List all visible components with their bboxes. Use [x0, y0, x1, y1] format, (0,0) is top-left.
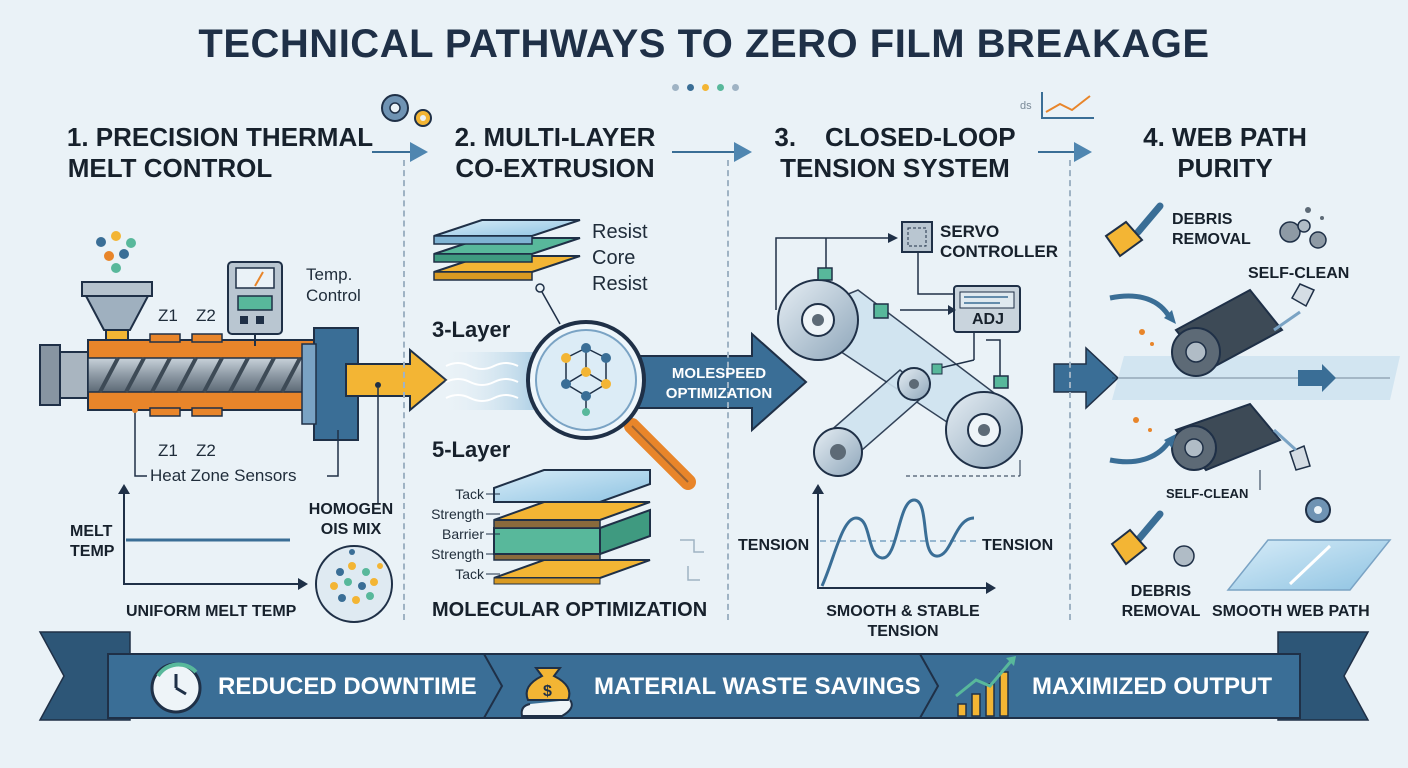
five-layer-film	[486, 469, 651, 585]
self-clean-nozzles	[1109, 283, 1316, 490]
heading-line: TENSION SYSTEM	[780, 153, 1010, 183]
cleaning-roller-bottom	[1171, 402, 1282, 472]
zone-label: Z2	[196, 306, 216, 325]
roller-2	[897, 367, 931, 401]
debris-icon	[1279, 207, 1327, 249]
smooth-web-icon	[1226, 539, 1392, 591]
roller-4	[813, 427, 863, 477]
trend-chart-icon	[1041, 92, 1094, 119]
heat-zone-sensors-label: Heat Zone Sensors	[150, 466, 297, 485]
self-clean-label: SELF-CLEAN	[1166, 486, 1249, 501]
banner-item-waste: MATERIAL WASTE SAVINGS	[594, 673, 921, 700]
tension-chart	[812, 484, 996, 594]
benefits-banner	[38, 631, 1370, 721]
flow-lines	[440, 352, 540, 410]
self-clean-label: SELF-CLEAN	[1248, 265, 1350, 282]
heading-line: PURITY	[1177, 153, 1273, 183]
section-2-heading: 2. MULTI-LAYER CO-EXTRUSION	[430, 122, 680, 184]
section-divider	[1069, 160, 1071, 620]
layer-label: Resist	[592, 273, 648, 295]
header-arrow-1	[372, 142, 428, 162]
layer-label: Strength	[431, 506, 484, 522]
section-divider	[403, 160, 405, 620]
layer-label: Tack	[455, 486, 484, 502]
smooth-stable-label: SMOOTH & STABLE TENSION	[826, 603, 980, 640]
section-divider	[727, 160, 729, 620]
servo-controller-label: SERVO CONTROLLER	[940, 222, 1059, 261]
clock-icon	[150, 662, 202, 714]
smooth-web-path-label: SMOOTH WEB PATH	[1212, 603, 1370, 620]
homogeneous-mix-label: HOMOGEN OIS MIX	[308, 501, 394, 538]
section-1-heading: 1. PRECISION THERMAL MELT CONTROL	[60, 122, 380, 184]
temp-control-label: Temp. Control	[306, 265, 361, 305]
three-layer-film	[433, 219, 581, 281]
roller-3	[945, 391, 1023, 469]
growth-chart-icon	[955, 656, 1016, 717]
svg-text:$: $	[543, 683, 552, 700]
section-4-heading: 4. WEB PATH PURITY	[1110, 122, 1340, 184]
gear-icon	[381, 94, 432, 127]
header-arrow-3	[1038, 142, 1092, 162]
brush-icon-bottom	[1110, 510, 1195, 567]
adj-display	[873, 285, 1021, 477]
chart-icon-label: ds	[1020, 100, 1032, 112]
flow-arrow-3-4	[1053, 346, 1120, 410]
adj-label: ADJ	[972, 311, 1005, 328]
heading-line: CO-EXTRUSION	[455, 153, 655, 183]
layer-label: Tack	[455, 566, 484, 582]
die-block	[301, 327, 359, 441]
sensor-lines	[132, 388, 379, 504]
molecular-optimization-label: MOLECULAR OPTIMIZATION	[432, 599, 708, 621]
melt-temp-label: MELT TEMP	[70, 523, 115, 560]
melt-output-arrow	[345, 347, 448, 413]
layer-label: Barrier	[441, 526, 484, 542]
heading-line: 1. PRECISION THERMAL	[66, 122, 374, 152]
zone-label: Z1	[158, 441, 178, 460]
roller-1	[777, 279, 859, 361]
zone-label: Z2	[196, 441, 216, 460]
homogeneous-mix-icon	[315, 545, 393, 623]
layer-label: Resist	[592, 221, 648, 243]
debris-removal-label: DEBRIS REMOVAL	[1172, 211, 1251, 248]
heading-line: MELT CONTROL	[67, 153, 273, 183]
title-dots	[672, 84, 739, 91]
clean-web	[1112, 356, 1400, 400]
brush-icon	[1104, 202, 1164, 258]
page-title: TECHNICAL PATHWAYS TO ZERO FILM BREAKAGE	[198, 22, 1210, 66]
banner-item-output: MAXIMIZED OUTPUT	[1032, 673, 1272, 700]
banner-item-downtime: REDUCED DOWNTIME	[218, 673, 477, 700]
melt-temp-chart	[118, 484, 308, 590]
tension-target-label: TENSION	[982, 537, 1054, 554]
heading-line: 2. MULTI-LAYER	[454, 122, 656, 152]
gear-icon-small	[1305, 497, 1331, 523]
layer-label: Core	[592, 247, 636, 269]
three-layer-label: 3-Layer	[432, 317, 511, 342]
header-arrow-2	[672, 142, 752, 162]
heading-line: 4. WEB PATH	[1143, 122, 1307, 152]
magnifier-icon	[526, 283, 696, 490]
five-layer-label: 5-Layer	[432, 437, 511, 462]
section-3-heading: 3. CLOSED-LOOP TENSION SYSTEM	[760, 122, 1030, 184]
money-bag-icon: $	[520, 667, 573, 717]
debris-removal-label: DEBRIS REMOVAL	[1121, 583, 1201, 620]
zone-label: Z1	[158, 306, 178, 325]
temp-controller	[227, 261, 283, 346]
uniform-melt-temp-label: UNIFORM MELT TEMP	[126, 603, 297, 620]
layer-label: Strength	[431, 546, 484, 562]
circuit-icon	[680, 539, 704, 581]
optimization-arrow-label: MOLESPEED OPTIMIZATION	[665, 365, 773, 402]
pellets-icon	[96, 231, 136, 273]
cleaning-roller-top	[1171, 288, 1284, 377]
heading-line: 3. CLOSED-LOOP	[774, 122, 1016, 152]
tension-axis-label: TENSION	[738, 537, 810, 554]
servo-controller-box	[775, 221, 956, 310]
